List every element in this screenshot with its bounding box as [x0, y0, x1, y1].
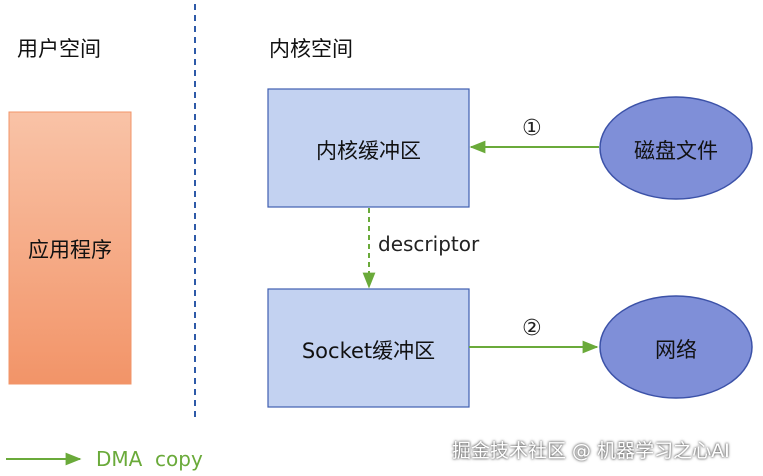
user-space-label: 用户空间: [17, 37, 101, 61]
kernel-space-label: 内核空间: [269, 37, 353, 61]
descriptor-label: descriptor: [378, 232, 480, 256]
socket-buffer-box: [267, 288, 470, 408]
kernel-buffer-box: [267, 88, 470, 208]
watermark: 掘金技术社区 @ 机器学习之心AI: [452, 440, 730, 462]
network-ellipse: [599, 295, 753, 399]
disk-file-label: 磁盘文件: [634, 139, 718, 163]
step-one-marker: ①: [522, 116, 542, 141]
legend-dma-copy-label: DMA copy: [96, 447, 203, 471]
step-two-marker: ②: [522, 316, 542, 341]
disk-file-ellipse: [599, 96, 753, 200]
socket-buffer-label: Socket缓冲区: [301, 339, 436, 363]
kernel-buffer-label: 内核缓冲区: [316, 139, 421, 163]
application-box: [8, 111, 132, 385]
network-label: 网络: [655, 338, 697, 362]
application-label: 应用程序: [28, 238, 112, 262]
